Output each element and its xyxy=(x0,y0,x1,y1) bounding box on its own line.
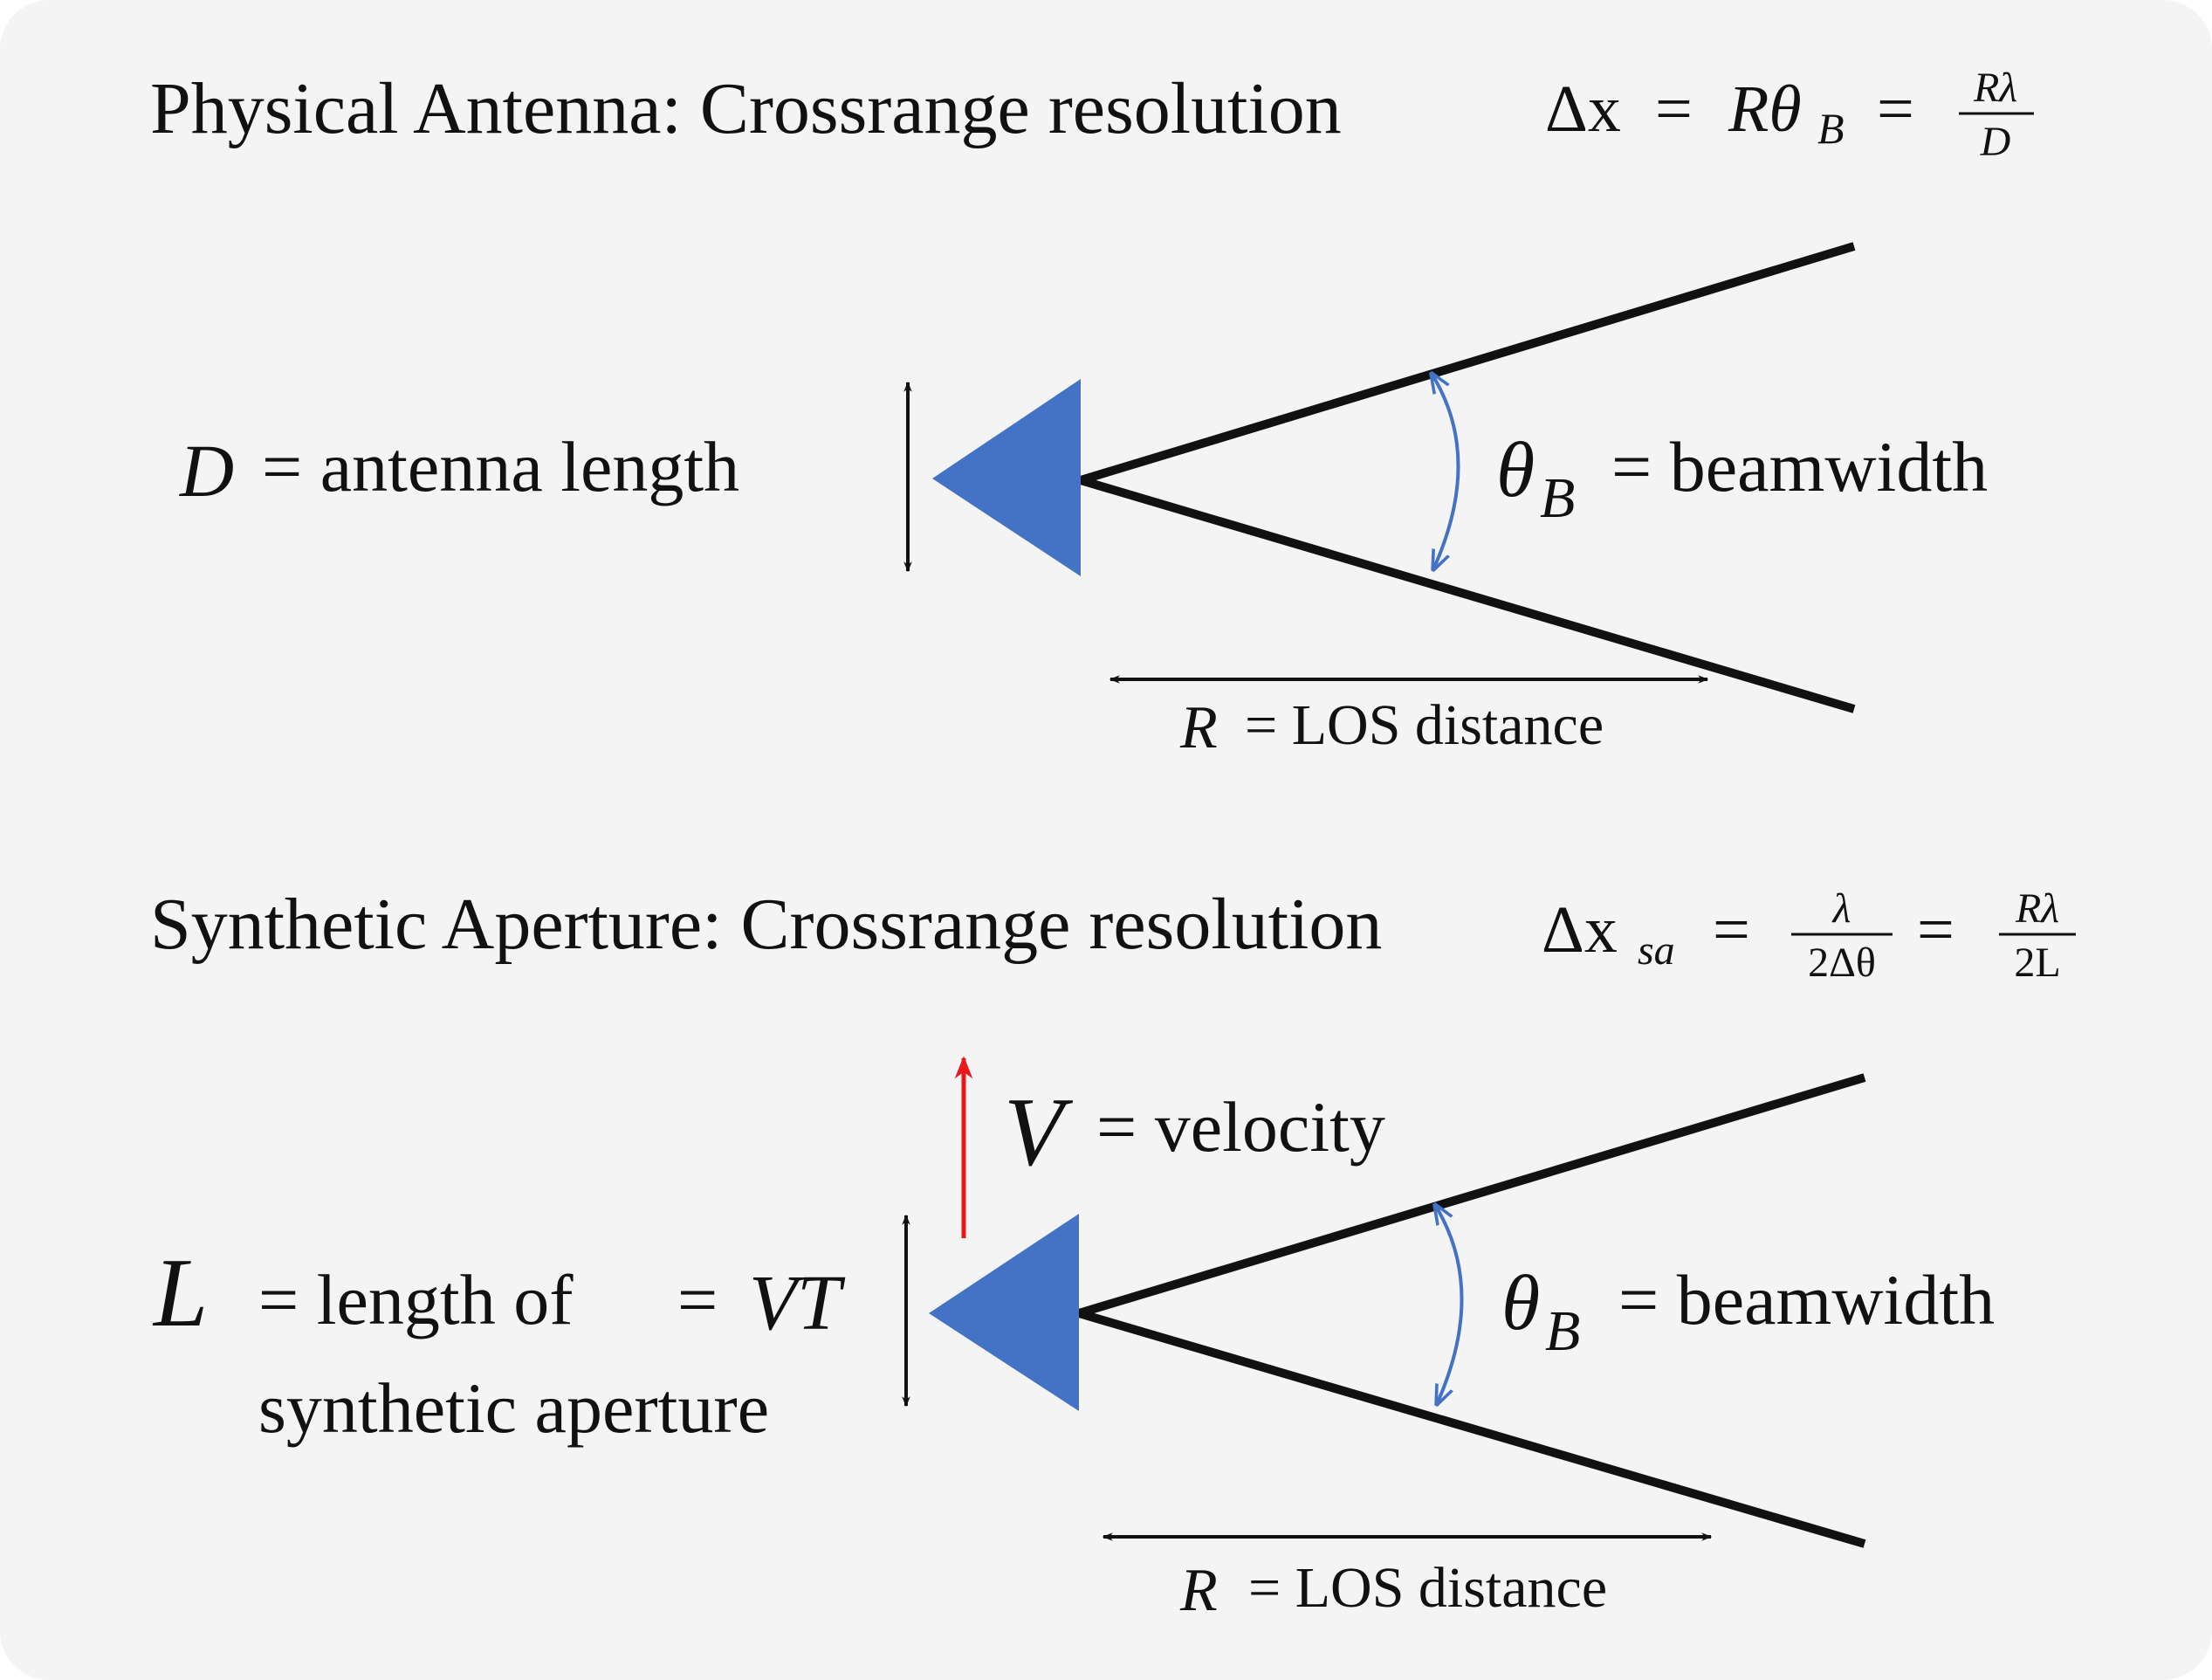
synthetic-formula-frac2-num: Rλ xyxy=(2015,885,2059,932)
physical-formula-mid-sub: B xyxy=(1817,104,1844,153)
physical-formula-lhs: Δx xyxy=(1545,72,1621,146)
synthetic-formula-lhs-sub: sa xyxy=(1638,927,1675,974)
physical-range-symbol: R xyxy=(1179,694,1218,761)
physical-formula-eq1: = xyxy=(1655,72,1693,146)
physical-beamwidth-arc xyxy=(1432,374,1460,569)
synthetic-range-text: = LOS distance xyxy=(1248,1556,1607,1620)
synthetic-beam-text: = beamwidth xyxy=(1618,1260,1995,1339)
synthetic-formula-frac1-den: 2Δθ xyxy=(1808,940,1876,986)
physical-formula-eq2: = xyxy=(1877,72,1914,146)
synthetic-velocity-symbol: V xyxy=(1004,1078,1074,1187)
synthetic-beamwidth-arc xyxy=(1435,1205,1464,1404)
physical-antenna-triangle xyxy=(932,379,1081,576)
synthetic-formula-eq1: = xyxy=(1713,893,1750,967)
physical-beam-lower-line xyxy=(1079,476,1856,713)
synthetic-beam-sub: B xyxy=(1545,1299,1580,1363)
synthetic-formula-lhs: Δx xyxy=(1542,893,1618,967)
synthetic-formula-eq2: = xyxy=(1917,893,1954,967)
synthetic-section: Synthetic Aperture: Crossrange resolutio… xyxy=(150,884,2076,1624)
physical-formula-mid: Rθ xyxy=(1728,72,1802,146)
synthetic-beam-lower-line xyxy=(1077,1309,1866,1548)
synthetic-title: Synthetic Aperture: Crossrange resolutio… xyxy=(150,884,1382,965)
physical-beam-symbol: θ xyxy=(1496,427,1535,513)
physical-formula-frac-num: Rλ xyxy=(1973,65,2017,111)
synthetic-beam-upper-line xyxy=(1077,1073,1866,1318)
physical-section: Physical Antenna: Crossrange resolution … xyxy=(150,65,2034,761)
physical-beam-upper-line xyxy=(1079,242,1856,485)
physical-antenna-text: = antenna length xyxy=(262,427,739,506)
synthetic-formula-frac2-den: 2L xyxy=(2014,940,2060,986)
synthetic-velocity-text: = velocity xyxy=(1096,1087,1385,1167)
synthetic-vt-symbol: VT xyxy=(749,1260,846,1346)
physical-range-text: = LOS distance xyxy=(1245,693,1604,757)
synthetic-length-text-line2: synthetic aperture xyxy=(258,1368,769,1448)
synthetic-vt-eq: = xyxy=(677,1260,718,1339)
synthetic-length-text-line1: = length of xyxy=(258,1260,574,1339)
physical-antenna-symbol: D xyxy=(179,429,234,513)
synthetic-antenna-triangle xyxy=(929,1214,1079,1411)
synthetic-formula: Δx sa = λ 2Δθ = Rλ 2L xyxy=(1542,885,2076,986)
physical-beam-sub: B xyxy=(1540,466,1575,530)
synthetic-length-symbol: L xyxy=(152,1239,208,1347)
synthetic-beam-symbol: θ xyxy=(1501,1260,1540,1346)
physical-beam-text: = beamwidth xyxy=(1611,427,1988,506)
synthetic-range-symbol: R xyxy=(1179,1557,1218,1624)
physical-formula: Δx = Rθ B = Rλ D xyxy=(1545,65,2034,165)
physical-title: Physical Antenna: Crossrange resolution xyxy=(150,68,1342,149)
synthetic-formula-frac1-num: λ xyxy=(1831,885,1851,932)
physical-formula-frac-den: D xyxy=(1980,119,2011,165)
